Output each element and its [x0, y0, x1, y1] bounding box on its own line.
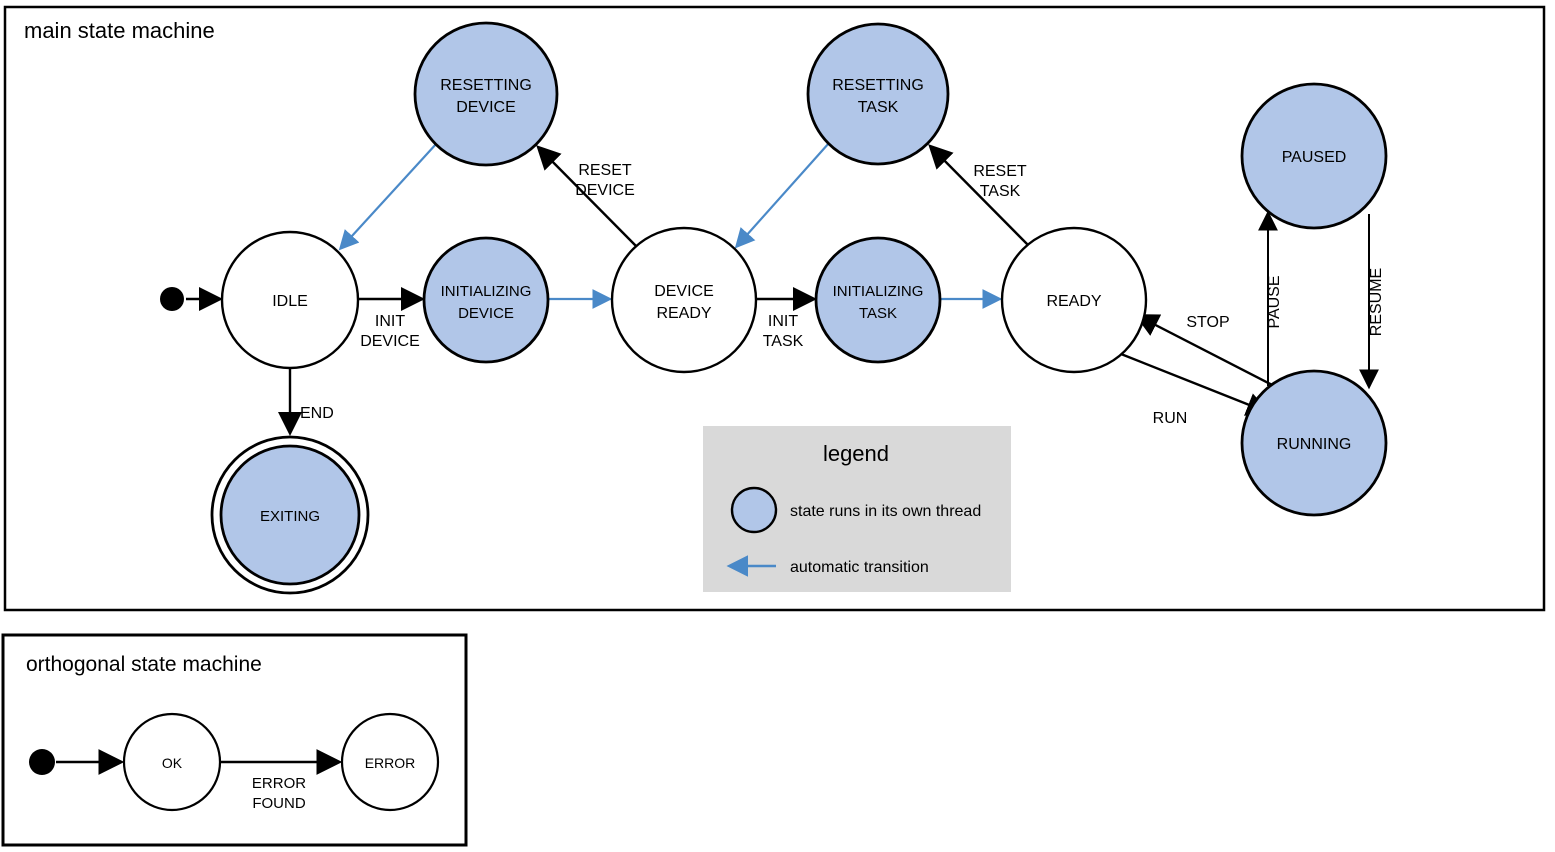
transition-label-resume: RESUME — [1368, 268, 1385, 336]
state-initializing-device[interactable]: INITIALIZING DEVICE — [422, 236, 550, 364]
orthogonal-state-machine-panel: orthogonal state machine ERROR FOUND OK … — [1, 633, 468, 847]
state-idle-label: IDLE — [272, 293, 308, 310]
state-resetting-task-circle[interactable] — [806, 22, 950, 166]
transition-running-to-ready — [1134, 314, 1281, 391]
state-initializing-task-label-line2: TASK — [859, 305, 897, 322]
state-ready-label: READY — [1046, 293, 1101, 310]
transition-resetting-device-to-idle — [338, 142, 438, 251]
orthogonal-state-machine-title: orthogonal state machine — [26, 653, 262, 676]
transition-label-reset-task-line2: TASK — [980, 183, 1021, 200]
main-states: IDLE RESETTING DEVICE INITIALIZING DEVIC… — [160, 21, 1388, 595]
transition-label-pause: PAUSE — [1266, 275, 1283, 328]
main-transitions: INIT DEVICE RESET DEVICE INIT TASK RESET… — [186, 142, 1385, 436]
state-initializing-device-label-line2: DEVICE — [458, 305, 514, 322]
transition-ready-to-running — [1120, 352, 1271, 416]
transition-label-init-device-line2: DEVICE — [360, 333, 420, 350]
state-ok[interactable]: OK — [122, 712, 222, 812]
state-running-circle[interactable] — [1240, 369, 1388, 517]
transition-label-reset-device-line2: DEVICE — [575, 182, 635, 199]
state-device-ready[interactable]: DEVICE READY — [610, 226, 758, 374]
legend: legend state runs in its own thread auto… — [703, 426, 1011, 592]
transition-label-init-task-line2: TASK — [763, 333, 804, 350]
state-device-ready-circle[interactable] — [610, 226, 758, 374]
transition-label-run: RUN — [1153, 410, 1188, 427]
state-resetting-task[interactable]: RESETTING TASK — [806, 22, 950, 166]
state-idle-circle[interactable] — [220, 230, 360, 370]
state-resetting-device-label-line2: DEVICE — [456, 99, 516, 116]
state-error-circle[interactable] — [340, 712, 440, 812]
state-resetting-task-label-line2: TASK — [858, 99, 899, 116]
state-initializing-device-label-line1: INITIALIZING — [441, 283, 532, 300]
state-initializing-task-label-line1: INITIALIZING — [833, 283, 924, 300]
state-paused-label: PAUSED — [1282, 149, 1347, 166]
state-ok-circle[interactable] — [122, 712, 222, 812]
main-state-machine-title: main state machine — [24, 18, 215, 43]
transition-resetting-task-to-device-ready — [734, 142, 830, 249]
transition-label-error-found-line1: ERROR — [252, 775, 306, 792]
state-ready[interactable]: READY — [1000, 226, 1148, 374]
transition-label-end: END — [300, 405, 334, 422]
state-paused-circle[interactable] — [1240, 82, 1388, 230]
state-running[interactable]: RUNNING — [1240, 369, 1388, 517]
state-ok-label: OK — [162, 755, 183, 771]
state-resetting-task-label-line1: RESETTING — [832, 77, 924, 94]
state-exiting-label: EXITING — [260, 508, 320, 525]
state-exiting-circle[interactable] — [219, 444, 361, 586]
transition-label-error-found-line2: FOUND — [252, 795, 305, 812]
transition-label-init-device-line1: INIT — [375, 313, 405, 330]
state-resetting-device-circle[interactable] — [413, 21, 559, 167]
state-exiting[interactable]: EXITING — [210, 435, 370, 595]
state-error-label: ERROR — [365, 755, 416, 771]
legend-title: legend — [823, 441, 889, 466]
transition-label-reset-task-line1: RESET — [973, 163, 1027, 180]
state-paused[interactable]: PAUSED — [1240, 82, 1388, 230]
state-resetting-device-label-line1: RESETTING — [440, 77, 532, 94]
legend-item-auto-transition-label: automatic transition — [790, 559, 929, 576]
transition-ready-to-resetting-task — [928, 144, 1029, 246]
state-running-label: RUNNING — [1277, 436, 1352, 453]
state-error[interactable]: ERROR — [340, 712, 440, 812]
initial-pseudostate-dot — [160, 287, 184, 311]
state-initializing-device-circle[interactable] — [422, 236, 550, 364]
state-initializing-task[interactable]: INITIALIZING TASK — [814, 236, 942, 364]
transition-label-reset-device-line1: RESET — [578, 162, 632, 179]
legend-item-thread-label: state runs in its own thread — [790, 503, 981, 520]
state-initializing-task-circle[interactable] — [814, 236, 942, 364]
state-resetting-device[interactable]: RESETTING DEVICE — [413, 21, 559, 167]
state-device-ready-label-line1: DEVICE — [654, 283, 714, 300]
state-idle[interactable]: IDLE — [220, 230, 360, 370]
state-device-ready-label-line2: READY — [656, 305, 711, 322]
transition-device-ready-to-resetting-device — [536, 145, 637, 247]
state-ready-circle[interactable] — [1000, 226, 1148, 374]
legend-thread-state-circle-icon — [730, 486, 778, 534]
orthogonal-initial-pseudostate-dot — [29, 749, 55, 775]
transition-label-init-task-line1: INIT — [768, 313, 798, 330]
transition-label-stop: STOP — [1186, 314, 1229, 331]
